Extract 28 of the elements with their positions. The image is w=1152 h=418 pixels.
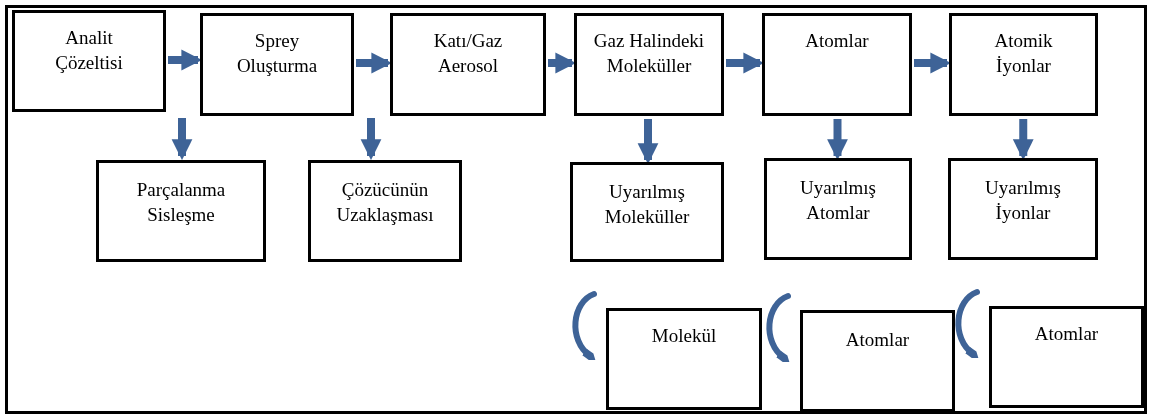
box-label: Uyarılmış Moleküller (603, 180, 691, 229)
box-label: Atomik İyonlar (993, 29, 1054, 78)
process-box (989, 306, 1144, 408)
process-box (574, 13, 724, 116)
process-box (308, 160, 462, 262)
process-box (948, 158, 1098, 260)
process-box (96, 160, 266, 262)
box-label: Çözücünün Uzaklaşması (335, 178, 435, 227)
process-box (764, 158, 912, 260)
box-label: Uyarılmış Atomlar (799, 176, 877, 225)
process-box (762, 13, 912, 116)
box-label: Atomlar (1033, 322, 1100, 346)
box-label: Parçalanma Sisleşme (135, 178, 227, 227)
process-box (800, 310, 955, 412)
box-label: Uyarılmış İyonlar (984, 176, 1062, 225)
process-box (390, 13, 546, 116)
box-label: Atomlar (804, 29, 870, 53)
box-label: Katı/Gaz Aerosol (432, 29, 504, 78)
box-label: Sprey Oluşturma (235, 29, 319, 78)
process-box (949, 13, 1098, 116)
box-label: Atomlar (844, 328, 911, 352)
box-label: Analit Çözeltisi (54, 26, 124, 75)
box-label: Gaz Halindeki Moleküller (592, 29, 706, 78)
box-label: Molekül (650, 324, 718, 348)
process-box (12, 10, 166, 112)
process-box (570, 162, 724, 262)
process-box (200, 13, 354, 116)
process-box (606, 308, 762, 410)
